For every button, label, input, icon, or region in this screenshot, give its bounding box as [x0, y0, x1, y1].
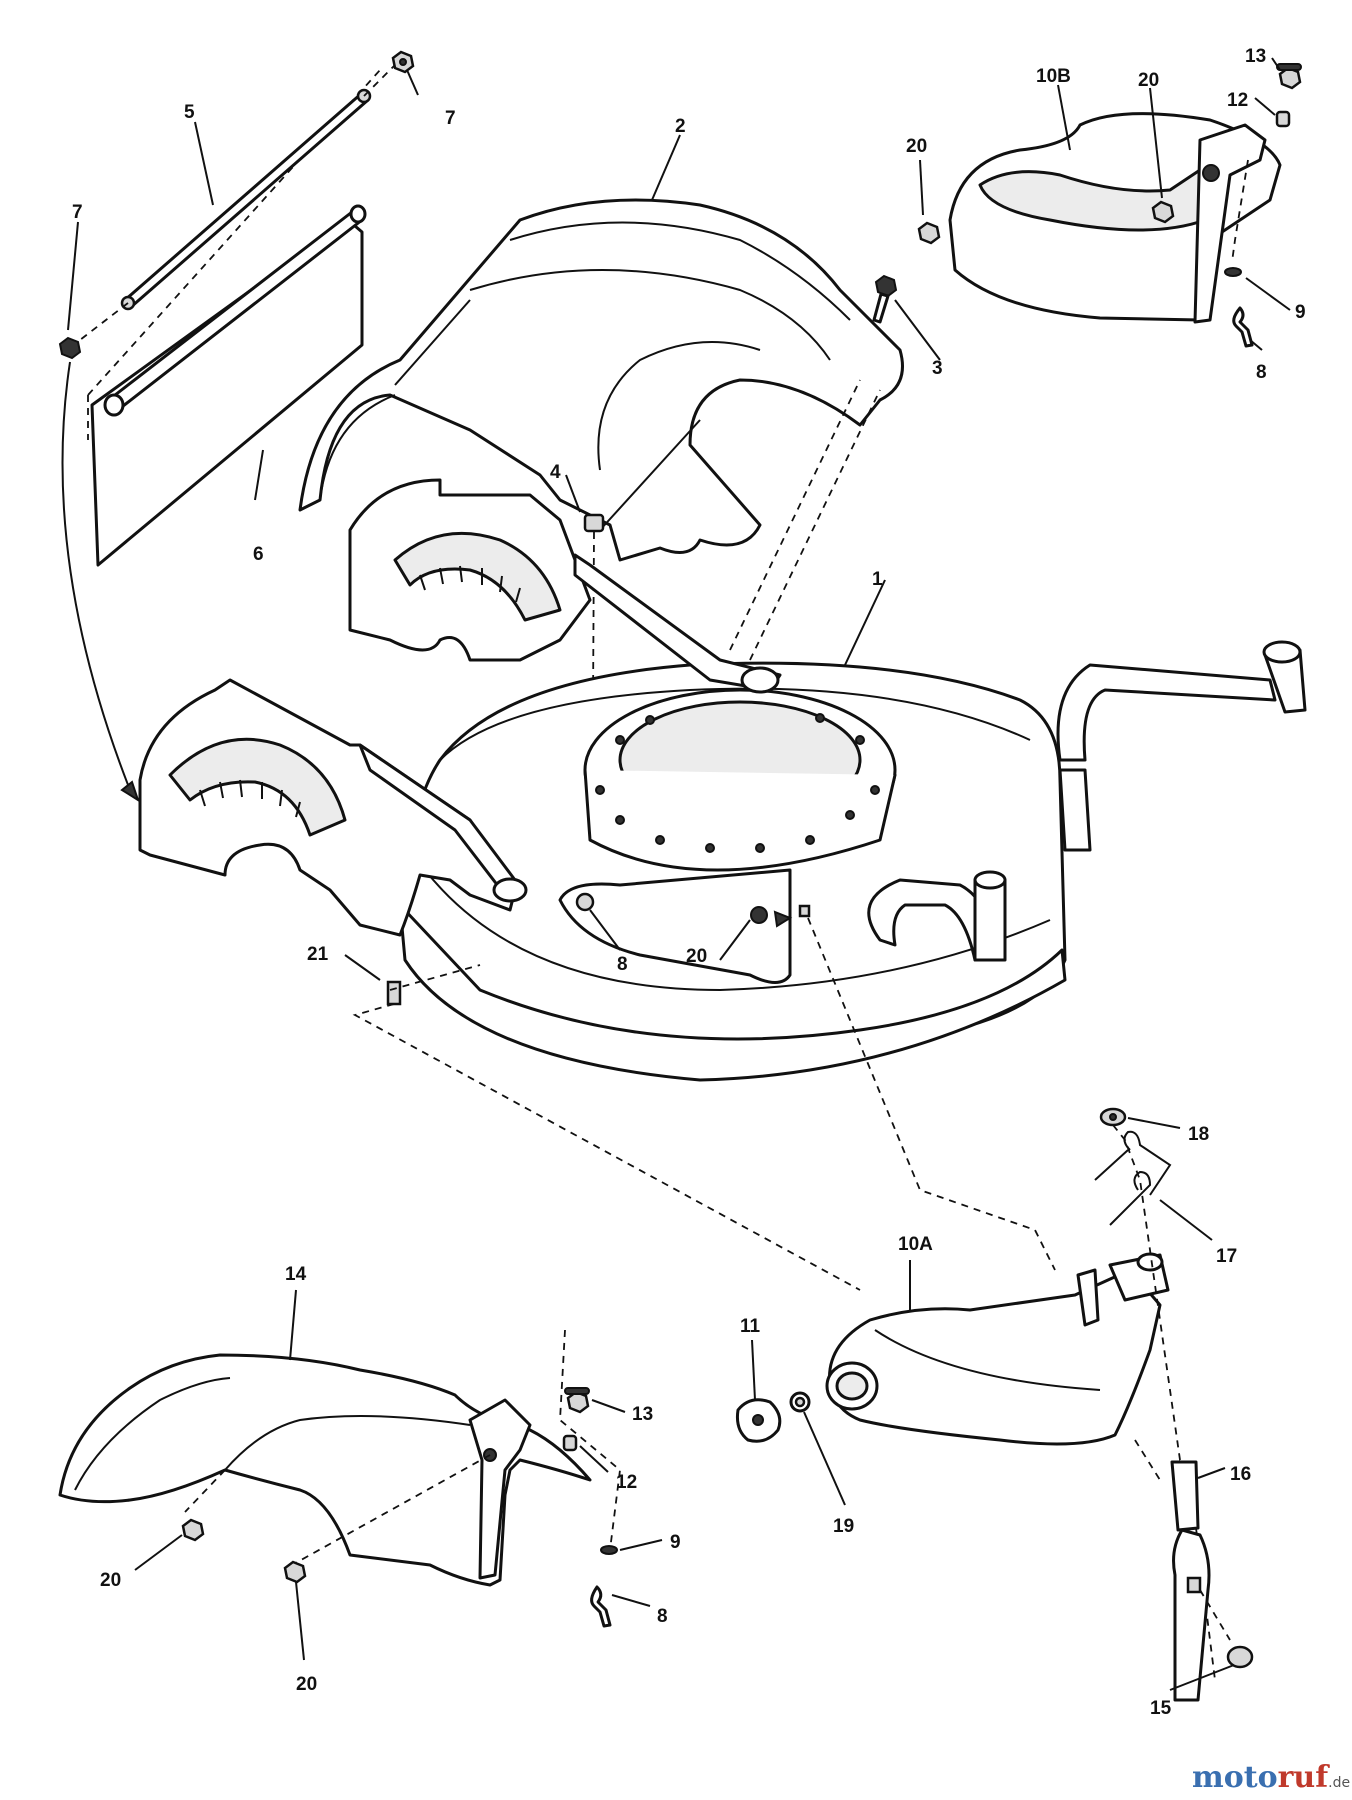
arrow-nut-to-plate: [61, 361, 131, 791]
label-7: 7: [72, 202, 83, 223]
label-15: 15: [1150, 1698, 1172, 1719]
label-5: 5: [184, 102, 195, 123]
label-12: 12: [1227, 90, 1248, 111]
label-13: 13: [1245, 46, 1266, 67]
label-19: 19: [833, 1516, 854, 1537]
leader-lines: [67, 57, 1291, 1691]
label-8: 8: [617, 954, 628, 975]
label-20: 20: [1138, 70, 1159, 91]
label-10b: 10B: [1036, 66, 1071, 87]
label-10a: 10A: [898, 1234, 933, 1255]
hardware-10a: [736, 1107, 1254, 1702]
label-9: 9: [670, 1532, 681, 1553]
label-6: 6: [253, 544, 264, 565]
label-20: 20: [100, 1570, 121, 1591]
label-2: 2: [675, 116, 686, 137]
label-7: 7: [445, 108, 456, 129]
label-11: 11: [740, 1316, 761, 1337]
label-9: 9: [1295, 302, 1306, 323]
label-20: 20: [296, 1674, 317, 1695]
watermark-suffix: .de: [1328, 1775, 1350, 1791]
hardware-14: [562, 1387, 618, 1628]
part-2-top-cover: [298, 198, 904, 562]
label-17: 17: [1216, 1246, 1237, 1267]
part-labels: 5 7 7 6 2 3 4 1 20 20 10B 13 12 9 8 8 20…: [72, 46, 1306, 1719]
label-4: 4: [550, 462, 561, 483]
part-1-mower-deck: [138, 379, 1307, 1291]
label-18: 18: [1188, 1124, 1209, 1145]
label-1: 1: [872, 569, 883, 590]
watermark-part2: ruf: [1278, 1760, 1331, 1795]
part-10b-chute-cover: [917, 112, 1282, 324]
label-20: 20: [906, 136, 927, 157]
part-6-rear-flap: [87, 69, 381, 567]
label-20: 20: [686, 946, 707, 967]
label-14: 14: [285, 1264, 307, 1285]
part-14-deflector: [58, 1329, 621, 1587]
part-7-nut-left: [58, 336, 82, 360]
svg-text:motoruf.de: motoruf.de: [1192, 1760, 1350, 1795]
hardware-10b: [1224, 63, 1302, 348]
part-5-hinge-rod: [79, 64, 396, 341]
arrow-head: [120, 780, 140, 803]
label-21: 21: [307, 944, 329, 965]
part-10a-discharge-chute: [825, 1252, 1170, 1446]
label-16: 16: [1230, 1464, 1251, 1485]
part-3-bolt: [872, 274, 898, 324]
label-8: 8: [657, 1606, 668, 1627]
label-12: 12: [616, 1472, 637, 1493]
label-13: 13: [632, 1404, 653, 1425]
watermark-part1: moto: [1192, 1760, 1278, 1795]
label-8: 8: [1256, 362, 1267, 383]
watermark: motoruf.de: [1192, 1760, 1350, 1795]
label-3: 3: [932, 358, 943, 379]
part-7-nut-top: [391, 50, 415, 74]
